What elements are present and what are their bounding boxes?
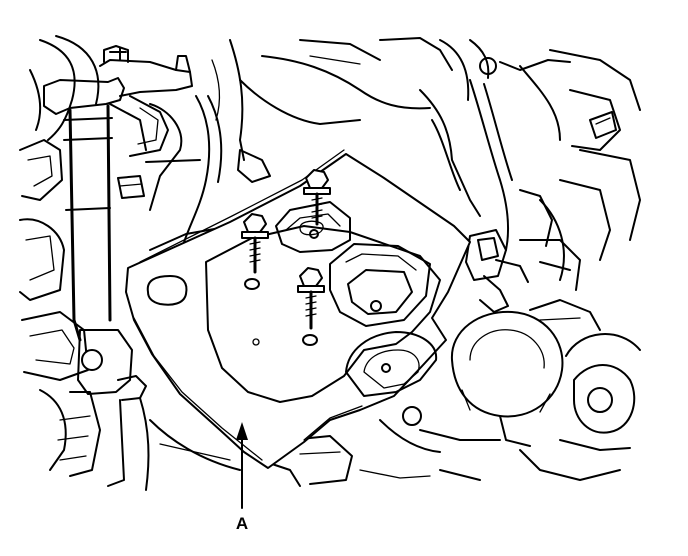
callout-arrow (236, 422, 248, 509)
bolt-right (297, 267, 325, 330)
bolt-left (241, 213, 269, 274)
callout-label-a: A (235, 514, 249, 533)
bolt-top (303, 169, 331, 226)
background-components-right (239, 37, 641, 487)
mounting-plate-a (125, 149, 471, 469)
background-components-left (19, 35, 271, 491)
